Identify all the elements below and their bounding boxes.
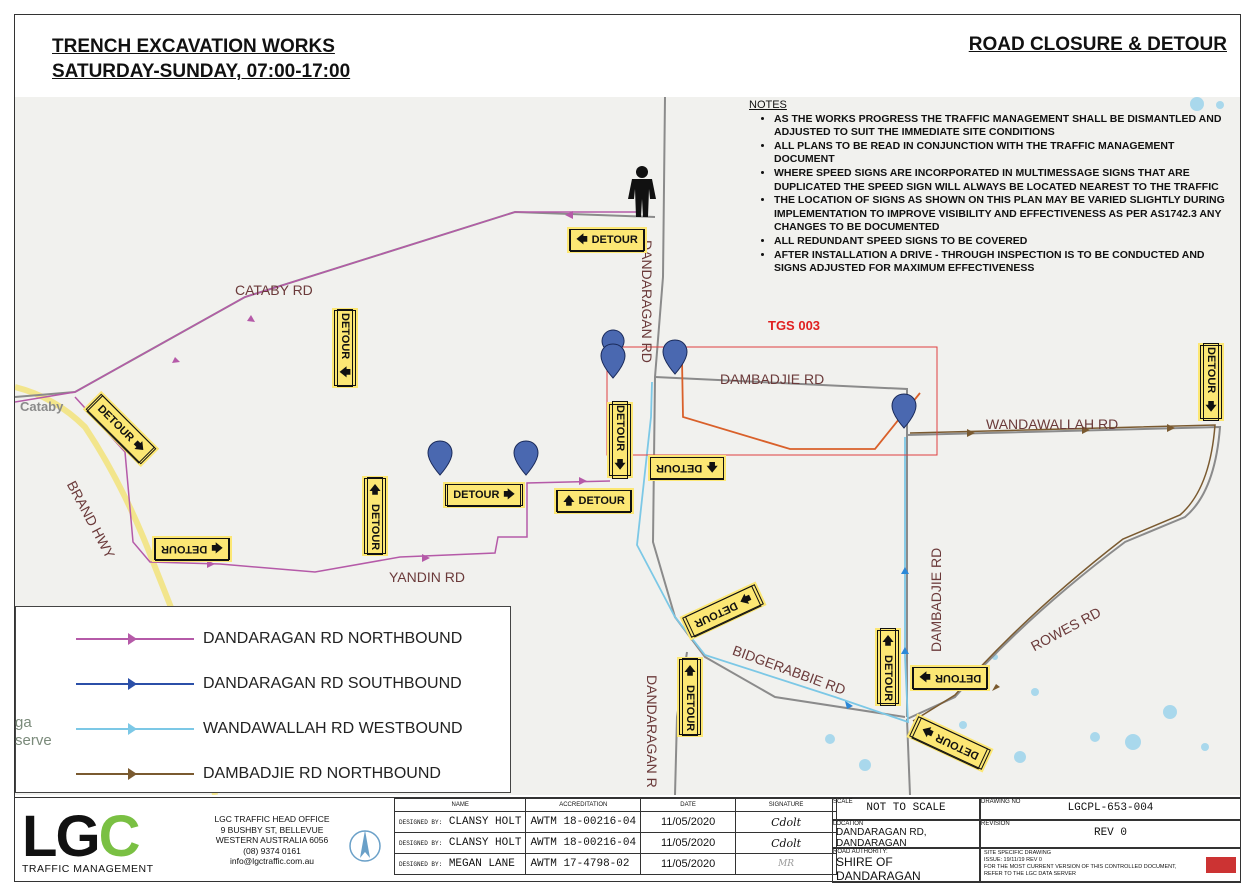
road-label-dandaragan-north: DANDARAGAN RD bbox=[639, 240, 655, 363]
note-item: AFTER INSTALLATION A DRIVE - THROUGH INS… bbox=[774, 249, 1234, 276]
road-label-cataby: CATABY RD bbox=[235, 282, 313, 298]
place-cataby: Cataby bbox=[20, 399, 64, 414]
legend-label: DANDARAGAN RD SOUTHBOUND bbox=[203, 675, 462, 692]
legend-swatch bbox=[76, 723, 194, 735]
arrow-left-icon: 🡄 bbox=[339, 366, 351, 379]
legend-swatch bbox=[76, 768, 194, 780]
arrow-down-icon: 🡇 bbox=[1205, 400, 1217, 413]
note-item: THE LOCATION OF SIGNS AS SHOWN ON THIS P… bbox=[774, 194, 1234, 235]
arrow-right-icon: 🡆 bbox=[211, 542, 223, 555]
arrow-left-icon: 🡄 bbox=[576, 233, 588, 246]
works-trench bbox=[681, 358, 921, 450]
site-specific-box: SITE SPECIFIC DRAWING ISSUE: 19/11/19 RE… bbox=[980, 848, 1241, 883]
detour-sign: DETOUR🡇 bbox=[1200, 343, 1222, 421]
note-item: ALL PLANS TO BE READ IN CONJUNCTION WITH… bbox=[774, 140, 1234, 167]
legend-label: DAMBADJIE RD NORTHBOUND bbox=[203, 765, 441, 782]
legend-row-wandawallah: WANDAWALLAH RD WESTBOUND bbox=[76, 719, 463, 739]
scale-box: SCALE NOT TO SCALE bbox=[832, 798, 980, 820]
company-logo: LGC TRAFFIC MANAGEMENT bbox=[22, 804, 196, 876]
detour-sign: DETOUR🡆 bbox=[445, 483, 523, 507]
legend-swatch bbox=[76, 633, 194, 645]
detour-sign: 🡅DETOUR bbox=[877, 628, 899, 706]
arrow-up-icon: 🡅 bbox=[882, 635, 894, 648]
detour-sign: 🡅DETOUR bbox=[679, 658, 701, 736]
note-item: AS THE WORKS PROGRESS THE TRAFFIC MANAGE… bbox=[774, 113, 1234, 140]
authority-box: ROAD AUTHORITY: SHIRE OF DANDARAGAN bbox=[832, 848, 980, 883]
arrow-right-icon: 🡆 bbox=[503, 488, 515, 501]
title-line-1: TRENCH EXCAVATION WORKS bbox=[52, 36, 335, 57]
location-markers bbox=[427, 329, 917, 476]
legend-label: DANDARAGAN RD NORTHBOUND bbox=[203, 630, 463, 647]
north-arrow-icon bbox=[349, 830, 381, 862]
detour-sign: DETOUR🡄 bbox=[334, 309, 356, 387]
legend-box: DANDARAGAN RD NORTHBOUND DANDARAGAN RD S… bbox=[15, 606, 511, 793]
detour-dambadjie bbox=[909, 424, 1216, 722]
road-label-dambadjie-south: DAMBADJIE RD bbox=[928, 547, 944, 652]
worker-icon bbox=[628, 166, 656, 217]
signoff-row: DESIGNED BY: CLANSY HOLT AWTM 18-00216-0… bbox=[393, 832, 838, 854]
arrow-down-icon: 🡇 bbox=[706, 461, 718, 474]
legend-row-northbound: DANDARAGAN RD NORTHBOUND bbox=[76, 629, 462, 649]
location-box: LOCATION DANDARAGAN RD, DANDARAGAN bbox=[832, 820, 980, 849]
detour-wandawallah bbox=[636, 381, 909, 724]
arrow-down-icon: 🡇 bbox=[614, 458, 626, 471]
legend-label: WANDAWALLAH RD WESTBOUND bbox=[203, 720, 463, 737]
detour-sign: DETOUR🡇 bbox=[609, 401, 631, 479]
notes-list: AS THE WORKS PROGRESS THE TRAFFIC MANAGE… bbox=[749, 113, 1234, 276]
detour-sign: 🡄DETOUR bbox=[912, 666, 988, 690]
title-line-2: SATURDAY-SUNDAY, 07:00-17:00 bbox=[52, 61, 351, 82]
tgs-boundary bbox=[606, 346, 938, 456]
arrow-left-icon: 🡄 bbox=[919, 671, 931, 684]
page-title: TRENCH EXCAVATION WORKS SATURDAY-SUNDAY,… bbox=[52, 34, 350, 84]
logo-subtitle: TRAFFIC MANAGEMENT bbox=[22, 863, 154, 875]
note-item: ALL REDUNDANT SPEED SIGNS TO BE COVERED bbox=[774, 235, 1234, 249]
certification-badge-icon bbox=[1206, 857, 1236, 873]
detour-sign: 🡅DETOUR bbox=[556, 489, 632, 513]
title-block: LGC TRAFFIC MANAGEMENT LGC TRAFFIC HEAD … bbox=[14, 797, 1241, 883]
signoff-table: NAME ACCREDITATION DATE SIGNATURE DESIGN… bbox=[393, 798, 838, 875]
arrow-up-icon: 🡅 bbox=[563, 494, 575, 507]
drawing-sheet bbox=[14, 14, 1241, 882]
notes-panel: NOTES AS THE WORKS PROGRESS THE TRAFFIC … bbox=[749, 99, 1234, 276]
drawing-no-box: DRAWING NO LGCPL-653-004 bbox=[980, 798, 1241, 820]
arrow-up-icon: 🡅 bbox=[684, 665, 696, 678]
note-item: WHERE SPEED SIGNS ARE INCORPORATED IN MU… bbox=[774, 167, 1234, 194]
legend-swatch bbox=[76, 678, 194, 690]
notes-heading: NOTES bbox=[749, 99, 787, 111]
road-label-dandaragan-south: DANDARAGAN R bbox=[644, 675, 660, 788]
signoff-row: DESIGNED BY: CLANSY HOLT AWTM 18-00216-0… bbox=[393, 811, 838, 833]
lakes bbox=[825, 97, 1224, 771]
detour-sign: DETOUR🡆 bbox=[154, 537, 230, 561]
logo-text: LGC bbox=[22, 804, 140, 869]
detour-sign: 🡅DETOUR bbox=[364, 477, 386, 555]
road-label-yandin: YANDIN RD bbox=[389, 569, 465, 585]
route-arrows bbox=[172, 211, 1175, 709]
revision-box: REVISION REV 0 bbox=[980, 820, 1241, 848]
page-title-right: ROAD CLOSURE & DETOUR bbox=[968, 34, 1227, 55]
signoff-row: DESIGNED BY: MEGAN LANE AWTM 17-4798-02 … bbox=[393, 853, 838, 875]
legend-row-dambadjie: DAMBADJIE RD NORTHBOUND bbox=[76, 764, 441, 784]
detour-sign: 🡄DETOUR bbox=[569, 228, 645, 252]
road-label-wandawallah: WANDAWALLAH RD bbox=[986, 416, 1119, 432]
arrow-up-icon: 🡅 bbox=[369, 484, 381, 497]
detour-sign: DETOUR🡇 bbox=[650, 456, 724, 480]
arrow-left-icon: 🡄 bbox=[737, 592, 754, 608]
tgs-label: TGS 003 bbox=[768, 318, 821, 333]
detour-northbound bbox=[15, 211, 637, 573]
legend-row-southbound: DANDARAGAN RD SOUTHBOUND bbox=[76, 674, 462, 694]
road-label-dambadjie: DAMBADJIE RD bbox=[720, 371, 825, 387]
office-details: LGC TRAFFIC HEAD OFFICE 9 BUSHBY ST, BEL… bbox=[214, 814, 330, 866]
